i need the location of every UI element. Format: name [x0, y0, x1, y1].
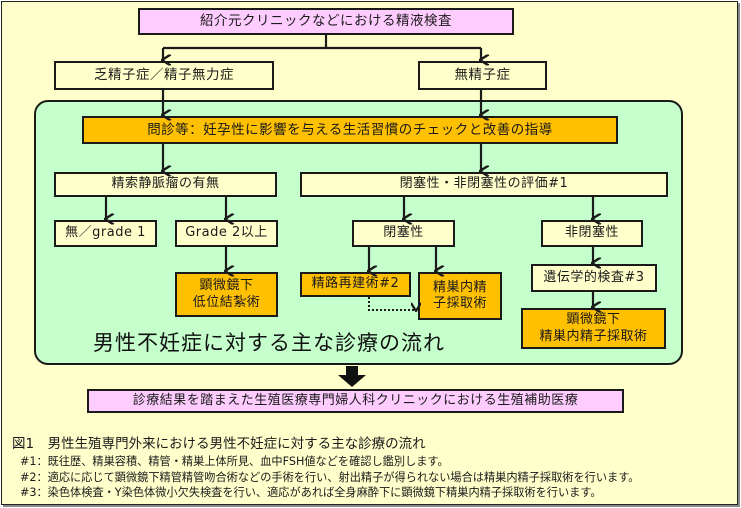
oligo-astheno-box: 乏精子症／精子無力症: [54, 61, 274, 90]
varicocele-check-box: 精索静脈瘤の有無: [54, 172, 277, 197]
caption-note-1: #1：既往歴、精巣容積、精管・精巣上体所見、血中FSH値などを確認し鑑別します。: [20, 455, 449, 468]
micro-tese-box: 顕微鏡下 精巣内精子採取術: [521, 308, 666, 349]
semen-analysis-box: 紹介元クリニックなどにおける精液検査: [138, 8, 514, 35]
azoospermia-box: 無精子症: [418, 61, 547, 90]
genetic-test-box: 遺伝学的検査#3: [531, 264, 657, 292]
assisted-reproduction-box: 診療結果を踏まえた生殖医療専門婦人科クリニックにおける生殖補助医療: [87, 389, 624, 413]
interview-guidance-bar: 問診等：妊孕性に影響を与える生活習慣のチェックと改善の指導: [82, 116, 618, 144]
non-obstructive-box: 非閉塞性: [541, 220, 643, 247]
flow-title: 男性不妊症に対する主な診療の流れ: [93, 331, 445, 355]
figure-caption: 図1 男性生殖専門外来における男性不妊症に対する主な診療の流れ #1：既往歴、精…: [12, 432, 732, 501]
caption-note-2: #2：適応に応じて顕微鏡下精管精管吻合術などの手術を行い、射出精子が得られない場…: [20, 470, 640, 484]
obstructive-box: 閉塞性: [352, 220, 455, 247]
varicocele-grade2-box: Grade 2以上: [175, 220, 278, 247]
caption-note-3: #3：染色体検査・Y染色体微小欠失検査を行い、適応があれば全身麻酔下に顕微鏡下精…: [20, 486, 602, 499]
caption-title: 図1 男性生殖専門外来における男性不妊症に対する主な診療の流れ: [12, 436, 426, 452]
varicocele-none-box: 無／grade 1: [54, 220, 157, 247]
microsurgical-varicocelectomy-box: 顕微鏡下 低位結紮術: [175, 272, 278, 317]
tese-box: 精巣内精 子採取術: [418, 272, 502, 320]
obstruction-evaluation-box: 閉塞性・非閉塞性の評価#1: [300, 172, 668, 197]
seminal-tract-reconstruction-box: 精路再建術#2: [300, 272, 411, 297]
